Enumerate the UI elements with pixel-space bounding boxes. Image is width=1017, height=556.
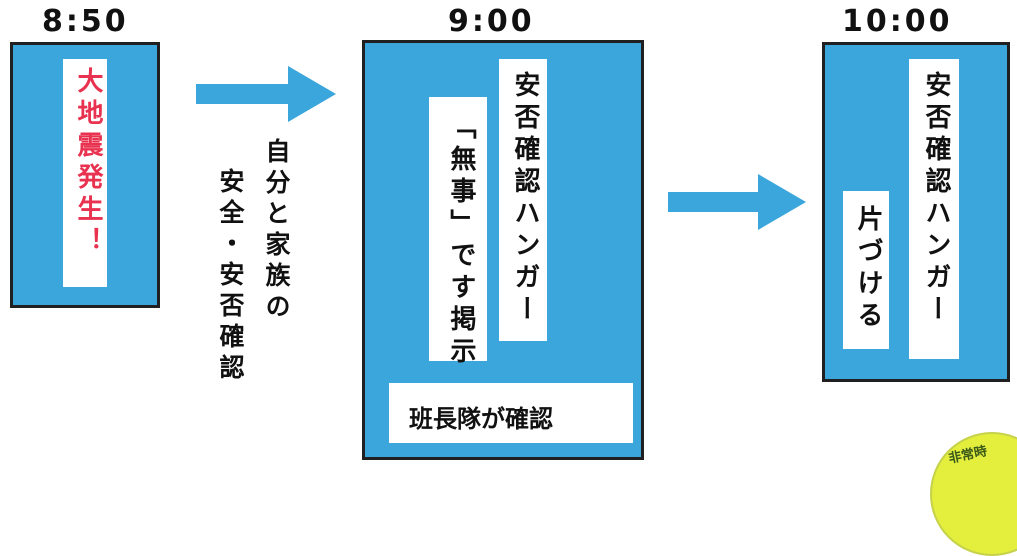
hanger-card: 安否確認ハンガー (499, 59, 547, 341)
leader-check-text: 班長隊が確認 (409, 405, 553, 433)
step-safety-check-panel: 安否確認ハンガー 「無事」です掲示 班長隊が確認 (362, 40, 644, 460)
arrow-right-icon (668, 174, 806, 230)
time-label-1000: 10:00 (842, 4, 953, 39)
family-safety-line2: 安全・安否確認 (216, 168, 245, 385)
time-label-900: 9:00 (448, 4, 535, 39)
earthquake-card: 大地震発生！ (63, 59, 107, 287)
earthquake-text: 大地震発生！ (73, 67, 103, 259)
safe-notice-card: 「無事」です掲示 (429, 97, 487, 369)
cleanup-text: 片づける (853, 205, 883, 333)
step-cleanup-panel: 安否確認ハンガー 片づける (822, 42, 1010, 382)
step-earthquake-panel: 大地震発生！ (10, 42, 160, 308)
seal-text: 非常時 (947, 444, 989, 467)
seal-badge: 非常時 (930, 432, 1017, 556)
time-label-850: 8:50 (42, 4, 129, 39)
hanger-text: 安否確認ハンガー (921, 71, 951, 327)
family-safety-line1: 自分と家族の (262, 138, 291, 324)
safe-notice-text: 「無事」です掲示 (446, 113, 476, 369)
hanger-text: 安否確認ハンガー (510, 71, 540, 327)
cleanup-card: 片づける (843, 191, 889, 349)
hanger-card: 安否確認ハンガー (909, 59, 959, 359)
arrow-right-icon (196, 66, 336, 122)
leader-check-card: 班長隊が確認 (389, 383, 633, 443)
